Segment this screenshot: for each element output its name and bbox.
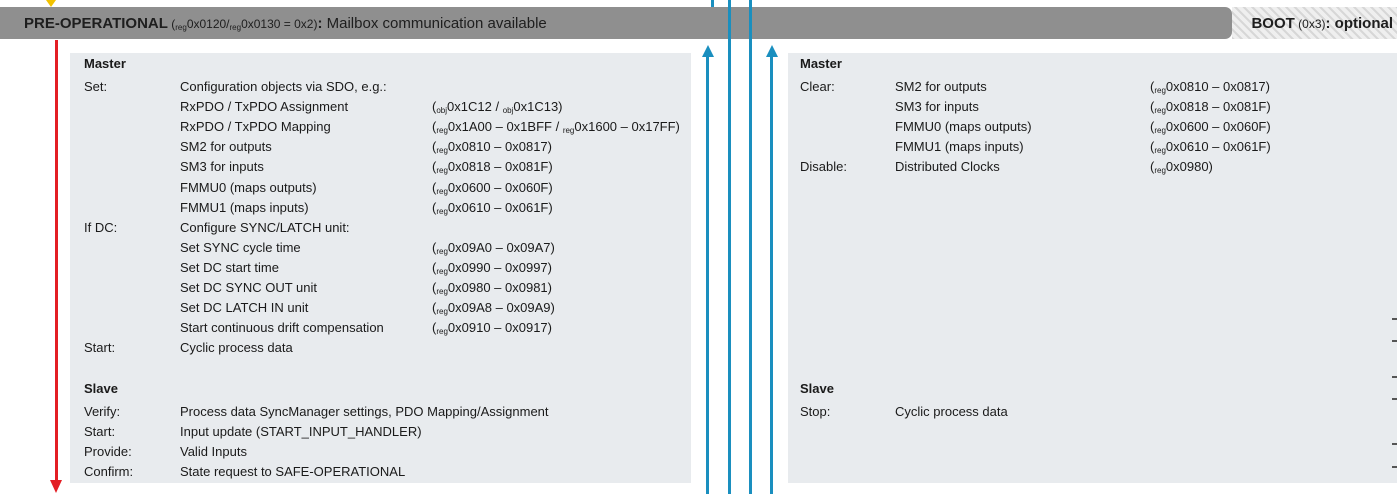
transition-arrow-up-2 [770, 55, 773, 494]
step-text: Configuration objects via SDO, e.g.: [180, 79, 387, 94]
step-text: FMMU1 (maps inputs) [895, 139, 1024, 155]
boot-optional-label: : optional [1325, 15, 1394, 32]
step-label: Provide: [84, 444, 132, 460]
state-code: (reg0x0120/reg0x0130 = 0x2) [167, 17, 318, 32]
pre-operational-banner-text: PRE-OPERATIONAL (reg0x0120/reg0x0130 = 0… [24, 15, 547, 32]
right-slave-heading: Slave [800, 381, 834, 396]
step-text: State request to SAFE-OPERATIONAL [180, 464, 406, 480]
state-description: Mailbox communication available [326, 15, 547, 32]
step-label: Set: [84, 79, 108, 94]
clipped-fragment [1392, 466, 1397, 468]
transition-arrow-down-line [55, 40, 58, 480]
step-text: SM2 for outputs [180, 139, 272, 155]
register-range: (reg0x0600 – 0x060F) [1150, 119, 1271, 136]
state-banner [0, 7, 1232, 39]
register-range: (reg0x0610 – 0x061F) [1150, 139, 1271, 156]
register-range: (reg0x0810 – 0x0817) [432, 139, 552, 156]
left-slave-heading: Slave [84, 381, 118, 396]
step-text: Input update (START_INPUT_HANDLER) [180, 424, 422, 440]
step-label: Clear: [800, 79, 835, 94]
register-range: (reg0x0810 – 0x0817) [1150, 79, 1270, 95]
step-text: Start continuous drift compensation [180, 320, 384, 336]
step-text: Set DC SYNC OUT unit [180, 280, 318, 295]
register-range: (reg0x0910 – 0x0917) [432, 320, 552, 337]
step-label: Start: [84, 340, 116, 356]
transition-line-top-1 [711, 0, 714, 7]
step-label: Disable: [800, 159, 847, 175]
register-range: (reg0x0610 – 0x061F) [432, 199, 553, 216]
boot-state-name: BOOT [1251, 15, 1295, 32]
transition-arrowhead-up-1 [701, 45, 714, 57]
step-text: FMMU0 (maps outputs) [180, 179, 317, 195]
register-range: (reg0x1A00 – 0x1BFF / reg0x1600 – 0x17FF… [432, 119, 680, 136]
transition-line-2 [728, 0, 731, 494]
clipped-fragment [1392, 443, 1397, 445]
register-range: (reg0x0818 – 0x081F) [1150, 99, 1271, 116]
step-text: Set DC LATCH IN unit [180, 300, 309, 316]
state-marker-triangle [46, 0, 56, 7]
transition-line-3 [749, 0, 752, 494]
step-text: RxPDO / TxPDO Mapping [180, 119, 331, 135]
transition-arrow-down-head [50, 480, 62, 493]
step-text: FMMU0 (maps outputs) [895, 119, 1032, 135]
step-label: Stop: [800, 404, 831, 419]
left-master-heading: Master [84, 56, 126, 71]
clipped-fragment [1392, 318, 1397, 320]
step-text: RxPDO / TxPDO Assignment [180, 99, 349, 115]
step-text: SM3 for inputs [895, 99, 979, 115]
step-text: Cyclic process data [895, 404, 1008, 419]
clipped-fragment [1392, 376, 1397, 378]
step-text: Valid Inputs [180, 444, 247, 460]
step-text: SM3 for inputs [180, 159, 264, 175]
register-range: (reg0x0818 – 0x081F) [432, 159, 553, 176]
step-label: Verify: [84, 404, 121, 419]
state-name: PRE-OPERATIONAL [24, 15, 168, 32]
register-range: (reg0x0980 – 0x0981) [432, 280, 552, 296]
register-range: (reg0x09A0 – 0x09A7) [432, 239, 555, 256]
pre-operational-to-safe-operational-panel [70, 53, 691, 483]
right-master-heading: Master [800, 56, 842, 71]
step-label: If DC: [84, 219, 118, 235]
clipped-fragment [1392, 340, 1397, 342]
pre-operational-to-init-panel [788, 53, 1397, 483]
step-text: Configure SYNC/LATCH unit: [180, 219, 350, 235]
boot-state-code: (0x3) [1294, 17, 1326, 31]
step-text: Set DC start time [180, 259, 279, 275]
boot-banner-text: BOOT (0x3): optional [1251, 8, 1393, 40]
step-text: Process data SyncManager settings, PDO M… [180, 404, 549, 419]
register-range: (reg0x0980) [1150, 159, 1213, 176]
clipped-fragment [1392, 398, 1397, 400]
step-text: SM2 for outputs [895, 79, 987, 94]
step-label: Confirm: [84, 464, 134, 480]
step-text: Set SYNC cycle time [180, 239, 301, 255]
step-label: Start: [84, 424, 116, 440]
transition-arrowhead-up-2 [765, 45, 778, 57]
step-text: FMMU1 (maps inputs) [180, 199, 309, 215]
transition-arrow-up-1 [706, 55, 709, 494]
boot-banner [1232, 7, 1397, 39]
step-text: Cyclic process data [180, 340, 293, 356]
step-text: Distributed Clocks [895, 159, 1000, 175]
register-range: (reg0x0990 – 0x0997) [432, 259, 552, 276]
register-range: (obj0x1C12 / obj0x1C13) [432, 99, 563, 116]
register-range: (reg0x09A8 – 0x09A9) [432, 300, 555, 317]
register-range: (reg0x0600 – 0x060F) [432, 179, 553, 196]
